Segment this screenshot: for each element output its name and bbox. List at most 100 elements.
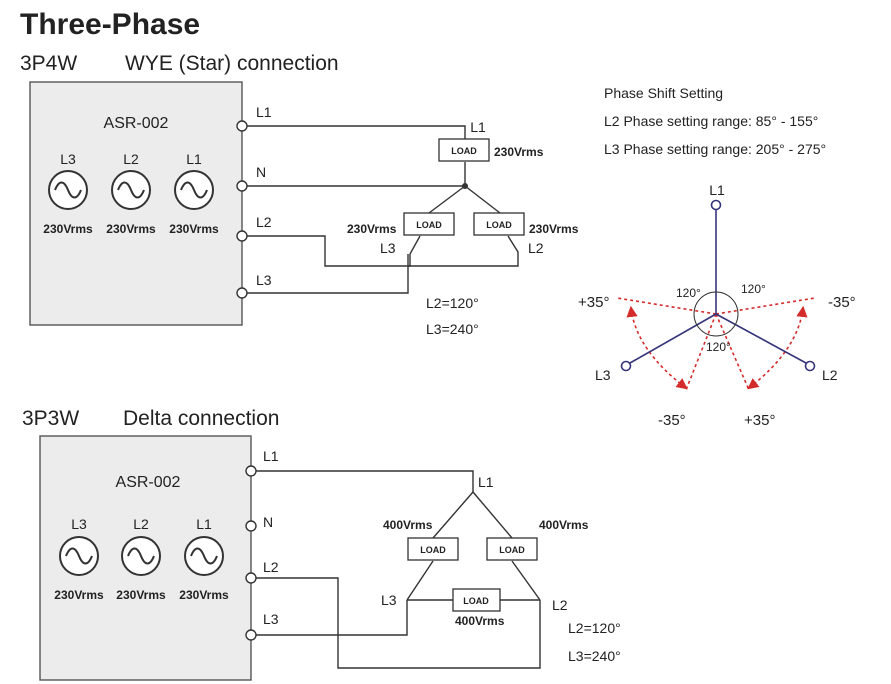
source-voltage: 230Vrms xyxy=(106,222,156,236)
shift-arc-left xyxy=(626,305,688,390)
terminal-n xyxy=(236,180,248,192)
source-label: L2 xyxy=(133,516,149,532)
vector-tip-l1 xyxy=(710,199,722,211)
load-l1 xyxy=(438,138,490,162)
delta-wire-right-to-l2 xyxy=(511,560,541,601)
wye-phase-note-2: L3=240° xyxy=(426,321,479,337)
terminal-label: L2 xyxy=(256,214,272,230)
load-l3-line-label: L3 xyxy=(380,240,396,256)
terminal-l3 xyxy=(236,287,248,299)
shift-reference-bottom-left xyxy=(685,313,717,391)
delta-voltage-left: 400Vrms xyxy=(383,518,433,532)
load-l2 xyxy=(473,212,525,236)
load-l2-line-label: L2 xyxy=(528,240,544,256)
page-title: Three-Phase xyxy=(20,8,200,41)
delta-phase-note-2: L3=240° xyxy=(568,648,621,664)
delta-phase-note-1: L2=120° xyxy=(568,620,621,636)
delta-heading-code: 3P3W xyxy=(22,407,79,430)
vector-l3 xyxy=(629,313,717,364)
delta-node-l2: L2 xyxy=(552,597,568,613)
shift-label-minus-bottom: -35° xyxy=(658,412,686,429)
delta-wire-l3 xyxy=(256,600,408,636)
sine-wave-icon xyxy=(117,181,145,199)
delta-wire-l1-left xyxy=(432,491,474,539)
delta-wire-l1-right xyxy=(472,491,513,539)
sine-wave-icon xyxy=(65,547,93,565)
delta-load-bottom xyxy=(452,588,501,612)
load-l3 xyxy=(403,212,455,236)
delta-node-l1: L1 xyxy=(478,474,494,490)
terminal-label: L2 xyxy=(263,559,279,575)
wye-source-l3: L3 230Vrms xyxy=(43,151,93,236)
terminal-label: L3 xyxy=(256,272,272,288)
terminal-label: L3 xyxy=(263,611,279,627)
wye-source-l1: L1 230Vrms xyxy=(169,151,219,236)
source-label: L3 xyxy=(60,151,76,167)
angle-label-right: 120° xyxy=(741,282,766,296)
delta-heading-text: Delta connection xyxy=(123,407,279,430)
shift-label-plus-left: +35° xyxy=(578,294,609,311)
source-voltage: 230Vrms xyxy=(179,588,229,602)
terminal-label: L1 xyxy=(263,448,279,464)
terminal-l2 xyxy=(236,230,248,242)
delta-node-l3: L3 xyxy=(381,592,397,608)
load-label: LOAD xyxy=(416,220,442,230)
source-voltage: 230Vrms xyxy=(43,222,93,236)
terminal-label: L1 xyxy=(256,104,272,120)
source-voltage: 230Vrms xyxy=(116,588,166,602)
load-label: LOAD xyxy=(463,596,489,606)
source-voltage: 230Vrms xyxy=(169,222,219,236)
shift-arc-right xyxy=(747,305,808,390)
source-voltage: 230Vrms xyxy=(54,588,104,602)
terminal-label: N xyxy=(263,514,273,530)
terminal-l1 xyxy=(236,120,248,132)
load-label: LOAD xyxy=(486,220,512,230)
delta-wire-l2 xyxy=(256,577,541,669)
phase-shift-line-1: L2 Phase setting range: 85° - 155° xyxy=(604,113,818,129)
delta-source-l2: L2 230Vrms xyxy=(116,516,166,602)
shift-reference-left xyxy=(616,297,717,315)
load-l1-voltage: 230Vrms xyxy=(494,145,544,159)
wye-wire-l3 xyxy=(246,254,409,294)
delta-voltage-right: 400Vrms xyxy=(539,518,589,532)
vector-label-l2: L2 xyxy=(822,367,838,383)
delta-load-left xyxy=(407,537,459,561)
shift-reference-right xyxy=(715,297,816,315)
vector-tip-l2 xyxy=(804,360,816,372)
phase-shift-title: Phase Shift Setting xyxy=(604,85,723,101)
shift-label-plus-bottom: +35° xyxy=(744,412,775,429)
vector-l2 xyxy=(715,313,807,364)
delta-load-right xyxy=(486,537,538,561)
wye-wire-star-right xyxy=(464,185,501,214)
wye-source-l2: L2 230Vrms xyxy=(106,151,156,236)
terminal-n xyxy=(245,520,257,532)
sine-wave-icon xyxy=(127,547,155,565)
wye-wire-star-left xyxy=(428,185,466,214)
load-l3-voltage: 230Vrms xyxy=(347,222,397,236)
terminal-l2 xyxy=(245,572,257,584)
load-l1-line-label: L1 xyxy=(470,119,486,135)
phase-shift-section: Phase Shift Setting L2 Phase setting ran… xyxy=(578,85,856,429)
vector-tip-l3 xyxy=(620,360,632,372)
vector-label-l3: L3 xyxy=(595,367,611,383)
delta-wire-left-to-l3 xyxy=(406,560,434,601)
source-label: L3 xyxy=(71,516,87,532)
load-label: LOAD xyxy=(420,545,446,555)
sine-wave-icon xyxy=(54,181,82,199)
source-label: L1 xyxy=(196,516,212,532)
angle-circle xyxy=(693,291,739,337)
wye-model-label: ASR-002 xyxy=(104,115,169,132)
terminal-label: N xyxy=(256,164,266,180)
delta-voltage-bottom: 400Vrms xyxy=(455,614,505,628)
sine-wave-icon xyxy=(190,547,218,565)
source-label: L2 xyxy=(123,151,139,167)
delta-section: 3P3W Delta connection ASR-002 L3 230Vrms… xyxy=(22,407,621,681)
load-label: LOAD xyxy=(499,545,525,555)
wye-heading-code: 3P4W xyxy=(20,52,77,75)
wye-heading-text: WYE (Star) connection xyxy=(125,52,339,75)
delta-wire-l1 xyxy=(256,470,474,492)
wye-section: 3P4W WYE (Star) connection ASR-002 L3 23… xyxy=(20,52,579,337)
shift-reference-bottom-right xyxy=(715,313,750,391)
angle-label-bottom: 120° xyxy=(706,340,731,354)
angle-label-left: 120° xyxy=(676,286,701,300)
